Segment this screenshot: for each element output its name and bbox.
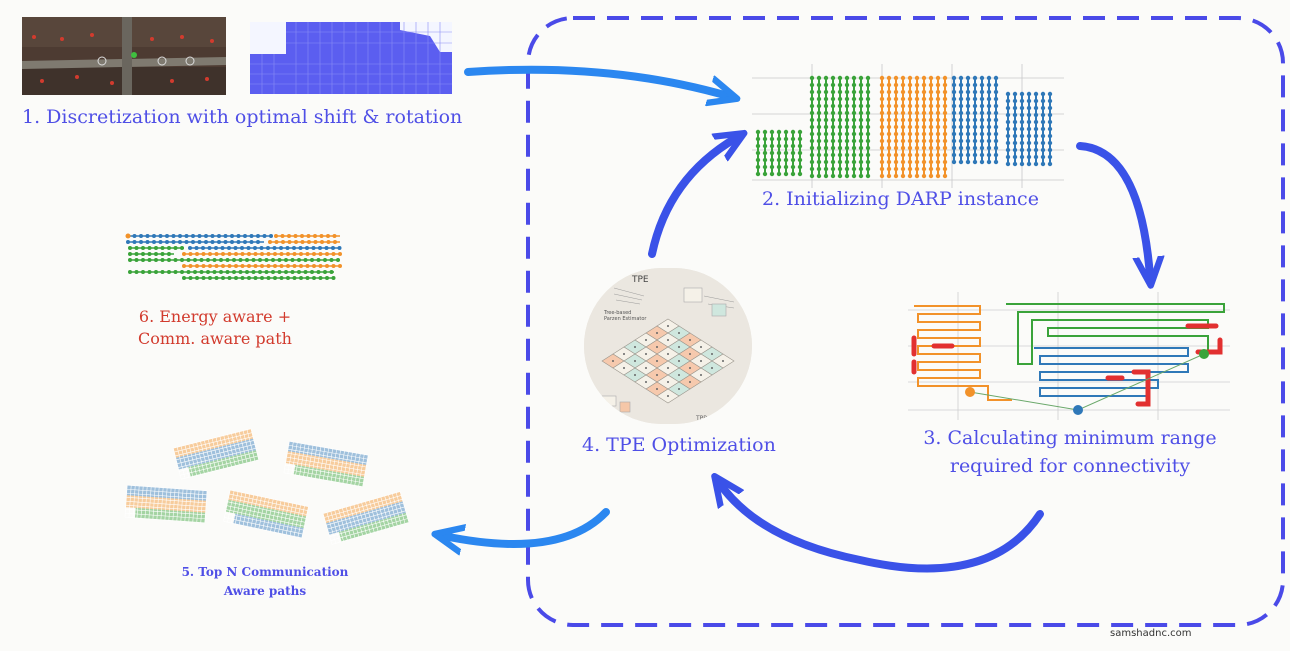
blue-node — [1073, 405, 1083, 415]
step1-label: 1. Discretization with optimal shift & r… — [22, 106, 463, 128]
blue-region — [951, 75, 999, 165]
path-thumbnail — [173, 428, 259, 480]
credit-text: samshadnc.com — [1110, 628, 1192, 639]
tpe-illustration: TPE Tree-based Parzen Estimator TPP — [584, 268, 752, 424]
top-n-paths-thumbnails — [124, 428, 410, 545]
energy-aware-path-chart — [125, 233, 342, 280]
tpe-subtitle-1: Tree-based — [603, 310, 631, 316]
optimization-loop-box — [526, 16, 1285, 627]
step5-label: 5. Top N Communication Aware paths — [170, 563, 360, 601]
tpe-footer: TPP — [695, 415, 707, 422]
orange-region — [879, 75, 948, 179]
step5-label-line1: 5. Top N Communication — [181, 565, 349, 579]
step3-label-line2: required for connectivity — [949, 455, 1191, 477]
path-thumbnail — [223, 489, 309, 539]
step5-label-line2: Aware paths — [223, 584, 307, 598]
step4-label: 4. TPE Optimization — [582, 434, 776, 456]
green-region-upper — [809, 75, 871, 179]
orange-node — [965, 387, 975, 397]
path-thumbnail — [322, 491, 410, 545]
green-region-lower — [755, 129, 803, 177]
step6-label-line2: Comm. aware path — [138, 329, 292, 348]
path-thumbnail — [283, 441, 369, 487]
blue-region-right — [1005, 91, 1053, 167]
tpe-subtitle-2: Parzen Estimator — [604, 316, 647, 322]
arrow-step1-to-step2 — [464, 65, 728, 96]
darp-instance-chart — [752, 64, 1064, 188]
green-node — [1199, 349, 1209, 359]
path-thumbnail — [124, 484, 208, 524]
discretized-grid — [250, 22, 452, 94]
step3-label-line1: 3. Calculating minimum range — [923, 427, 1217, 449]
tpe-title: TPE — [631, 275, 649, 285]
arrow-step4-to-step2 — [648, 138, 736, 258]
step6-label: 6. Energy aware + Comm. aware path — [130, 306, 300, 350]
step2-label: 2. Initializing DARP instance — [762, 188, 1039, 210]
arrow-step2-to-step3 — [1076, 142, 1150, 276]
arrow-step4-to-step5 — [444, 508, 610, 544]
step3-label: 3. Calculating minimum range required fo… — [908, 424, 1232, 480]
arrow-step3-to-step4 — [720, 484, 1044, 573]
step6-label-line1: 6. Energy aware + — [138, 307, 292, 326]
satellite-image — [22, 17, 226, 95]
connectivity-range-chart — [908, 292, 1230, 420]
